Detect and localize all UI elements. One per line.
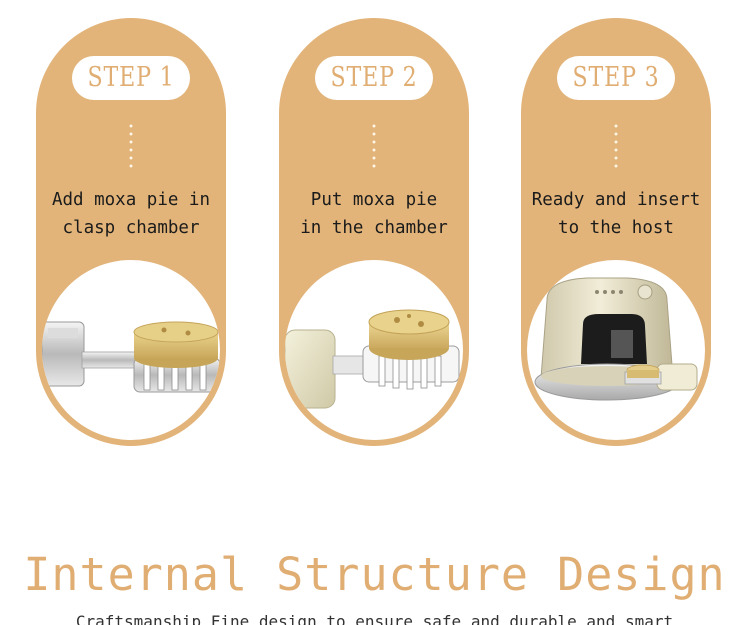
step-badge: STEP 1 (72, 56, 190, 100)
step-caption: Ready and insert to the host (531, 190, 701, 238)
step-caption: Add moxa pie in clasp chamber (51, 190, 211, 238)
section-headline: Internal Structure Design (23, 548, 726, 601)
dotted-connector (372, 122, 376, 168)
dotted-connector (129, 122, 133, 168)
moxa-host-illustration (534, 277, 698, 401)
step-badge: STEP 2 (315, 56, 433, 100)
step-card-3: STEP 3 Ready and insert to the host (521, 18, 711, 446)
moxa-chamber-illustration (285, 309, 460, 409)
dotted-connector (614, 122, 618, 168)
moxa-clasp-illustration (42, 321, 220, 393)
step-photo-insert-host (527, 260, 705, 440)
step-photo-moxa-in-chamber (285, 260, 463, 440)
step-card-2: STEP 2 Put moxa pie in the chamber (279, 18, 469, 446)
section-subline: Craftsmanship Fine design to ensure safe… (75, 612, 674, 625)
step-caption: Put moxa pie in the chamber (300, 190, 448, 238)
step-photo-clasp-chamber (42, 260, 220, 440)
step-card-1: STEP 1 Add moxa pie in clasp chamber (36, 18, 226, 446)
step-badge: STEP 3 (557, 56, 675, 100)
